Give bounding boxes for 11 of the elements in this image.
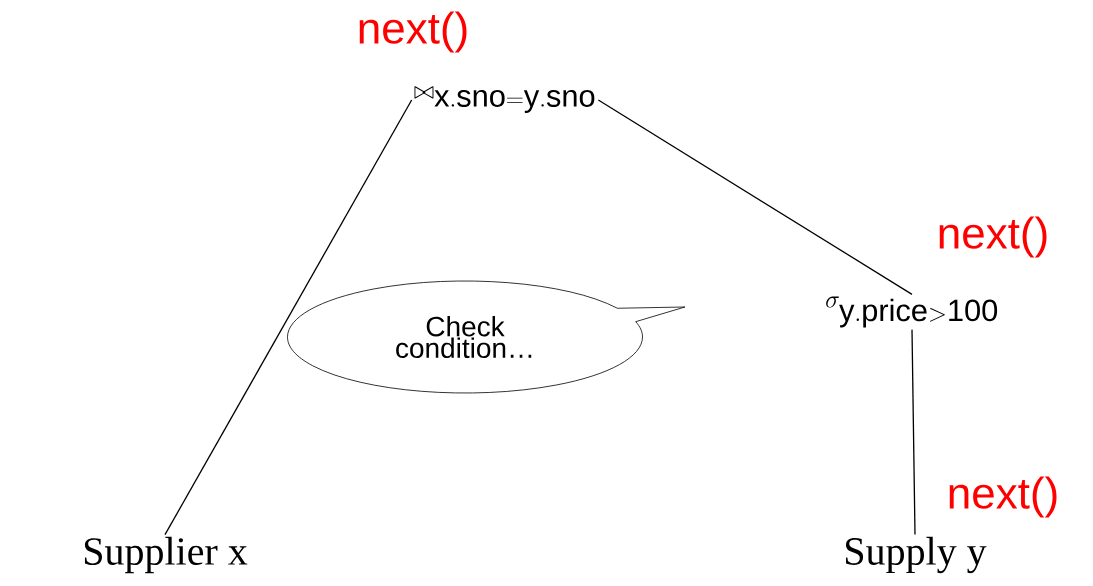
relation-label: Supply y: [846, 536, 987, 574]
tree-edge: [911, 328, 916, 536]
tree-edge: [597, 99, 913, 295]
call-label: next(): [359, 11, 467, 53]
operator-formula: $\bowtie_{\mathrm{x.sno=y.sno}}$: [414, 86, 595, 113]
speech-bubble: Check condition…: [287, 280, 686, 394]
call-label: next(): [939, 216, 1047, 258]
call-label: next(): [949, 476, 1057, 518]
tree-edge: [164, 99, 413, 536]
relation-label: Supplier x: [84, 536, 248, 574]
operator-formula: $\sigma_{\mathrm{y.price>100}}$: [826, 296, 998, 328]
